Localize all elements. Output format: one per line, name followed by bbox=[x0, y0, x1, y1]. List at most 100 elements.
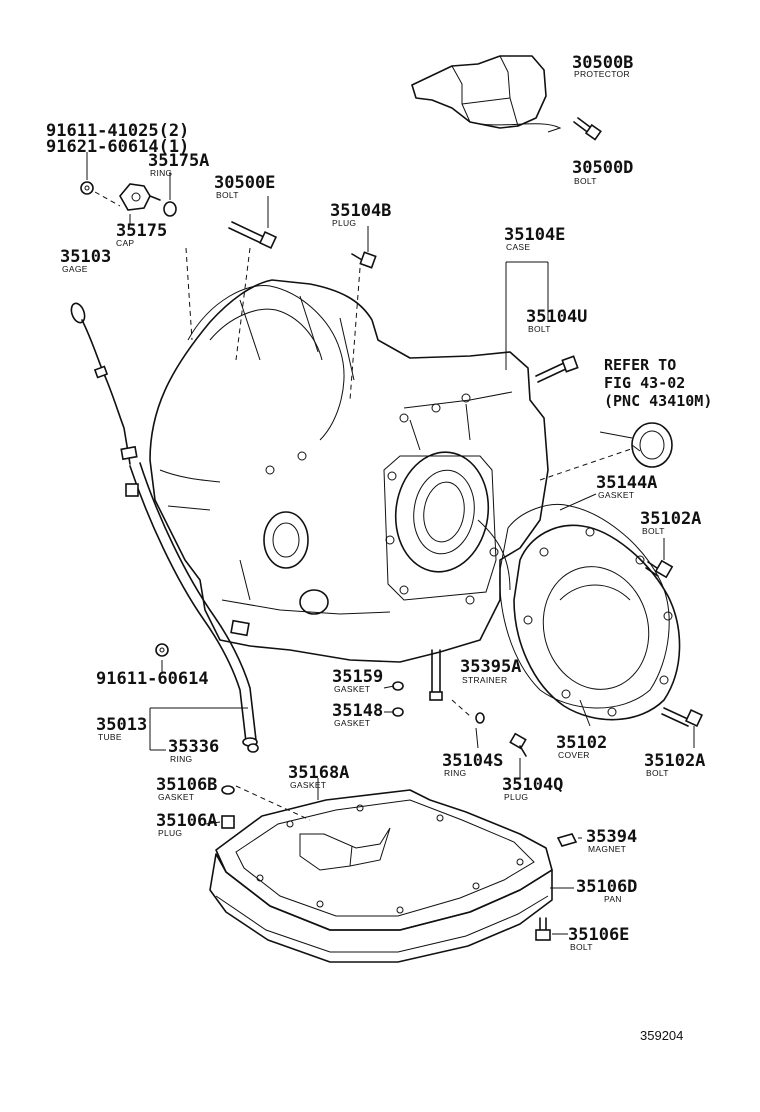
part-desc: GASKET bbox=[334, 684, 370, 694]
callout-91611-60614: 91611-60614 bbox=[96, 669, 209, 689]
callout-91611-41025: 91611-41025(2) bbox=[46, 121, 189, 141]
part-number: 35336 bbox=[168, 737, 219, 757]
part-desc: RING bbox=[444, 768, 466, 778]
part-number: 35106B bbox=[156, 775, 217, 795]
ring-35104s-drawing bbox=[475, 712, 485, 724]
callout-35106e: 35106E BOLT bbox=[568, 925, 629, 952]
callout-35395a: 35395A STRAINER bbox=[460, 657, 521, 685]
part-number: 30500D bbox=[572, 158, 633, 178]
part-desc: PROTECTOR bbox=[574, 69, 630, 79]
part-desc: CASE bbox=[506, 242, 530, 252]
gasket-35159-drawing bbox=[392, 681, 404, 691]
magnet-drawing bbox=[556, 833, 578, 847]
oil-seal-drawing bbox=[631, 422, 673, 468]
callout-35103: 35103 GAGE bbox=[60, 247, 111, 274]
part-number: 35394 bbox=[586, 827, 637, 847]
bolt-35102a-bottom-drawing bbox=[661, 707, 704, 728]
part-number: 35106A bbox=[156, 811, 217, 831]
refer-line-2: FIG 43-02 bbox=[604, 374, 685, 392]
part-number: 91611-41025(2) bbox=[46, 121, 189, 141]
part-number: 35104B bbox=[330, 201, 391, 221]
part-desc: PLUG bbox=[504, 792, 528, 802]
part-desc: GASKET bbox=[158, 792, 194, 802]
part-desc: GASKET bbox=[598, 490, 634, 500]
strainer-drawing bbox=[429, 649, 443, 701]
lead-seal bbox=[539, 447, 635, 481]
part-number: 35106D bbox=[576, 877, 637, 897]
figure-number: 359204 bbox=[640, 1028, 683, 1043]
part-desc: GASKET bbox=[334, 718, 370, 728]
cap-35175-drawing bbox=[119, 183, 161, 211]
callout-35336: 35336 RING bbox=[168, 737, 219, 764]
lead-plug-35104b bbox=[349, 267, 361, 401]
part-desc: BOLT bbox=[528, 324, 551, 334]
ring-35175a-drawing bbox=[163, 201, 177, 217]
callout-35102a-bottom: 35102A BOLT bbox=[644, 751, 705, 778]
plug-35104q-drawing bbox=[509, 732, 527, 757]
part-number: 35168A bbox=[288, 763, 349, 783]
part-number: 35104E bbox=[504, 225, 565, 245]
callout-35104q: 35104Q PLUG bbox=[502, 775, 563, 802]
transaxle-case-drawing bbox=[149, 279, 549, 663]
part-desc: RING bbox=[150, 168, 172, 178]
part-desc: GAGE bbox=[62, 264, 88, 274]
part-desc: BOLT bbox=[574, 176, 597, 186]
callout-35102a-top: 35102A BOLT bbox=[640, 509, 701, 536]
plug-35106a-drawing bbox=[221, 815, 235, 829]
refer-line-3: (PNC 43410M) bbox=[604, 392, 712, 410]
callout-35106b: 35106B GASKET bbox=[156, 775, 217, 802]
part-number: 35175 bbox=[116, 221, 167, 241]
part-number: 35148 bbox=[332, 701, 383, 721]
callout-35168a: 35168A GASKET bbox=[288, 763, 349, 790]
part-number: 35395A bbox=[460, 657, 521, 677]
part-desc: CAP bbox=[116, 238, 134, 248]
part-desc: PLUG bbox=[332, 218, 356, 228]
part-desc: STRAINER bbox=[462, 675, 507, 685]
callout-35144a: 35144A GASKET bbox=[596, 473, 657, 500]
part-number: 35175A bbox=[148, 151, 209, 171]
part-desc: COVER bbox=[558, 750, 590, 760]
part-number: 91621-60614(1) bbox=[46, 137, 189, 157]
part-number: 30500E bbox=[214, 173, 275, 193]
gasket-35148-drawing bbox=[392, 707, 404, 717]
refer-note: REFER TO FIG 43-02 (PNC 43410M) bbox=[604, 356, 712, 410]
part-desc: BOLT bbox=[642, 526, 665, 536]
cover-35102-drawing bbox=[513, 524, 681, 721]
lead-bolt-30500e bbox=[235, 247, 251, 361]
callout-35104u: 35104U BOLT bbox=[526, 307, 587, 334]
part-number: 35144A bbox=[596, 473, 657, 493]
part-desc: PLUG bbox=[158, 828, 182, 838]
part-number: 30500B bbox=[572, 53, 633, 73]
callout-35104e: 35104E CASE bbox=[504, 225, 565, 252]
part-desc: RING bbox=[170, 754, 192, 764]
callout-91621-60614: 91621-60614(1) bbox=[46, 137, 189, 157]
part-number: 35102A bbox=[644, 751, 705, 771]
part-desc: MAGNET bbox=[588, 844, 626, 854]
lead-washer-cap bbox=[94, 191, 121, 207]
callout-35013: 35013 TUBE bbox=[96, 715, 147, 742]
callout-35106a: 35106A PLUG bbox=[156, 811, 217, 838]
lead-strainer bbox=[451, 699, 471, 717]
part-desc: PAN bbox=[604, 894, 622, 904]
callout-35104b: 35104B PLUG bbox=[330, 201, 391, 228]
callout-30500e: 30500E BOLT bbox=[214, 173, 275, 200]
protector-drawing bbox=[411, 55, 562, 133]
part-number: 35106E bbox=[568, 925, 629, 945]
bolt-91611-60614-drawing bbox=[155, 619, 250, 657]
part-desc: BOLT bbox=[570, 942, 593, 952]
part-number: 35102A bbox=[640, 509, 701, 529]
part-number: 35103 bbox=[60, 247, 111, 267]
dipstick-gage-drawing bbox=[70, 302, 138, 465]
part-desc: BOLT bbox=[216, 190, 239, 200]
part-desc: GASKET bbox=[290, 780, 326, 790]
gasket-35106b-drawing bbox=[221, 785, 235, 795]
bolt-35102a-top-drawing bbox=[645, 559, 674, 579]
part-number: 35102 bbox=[556, 733, 607, 753]
callout-30500d: 30500D BOLT bbox=[572, 158, 633, 186]
callout-35104s: 35104S RING bbox=[442, 751, 503, 778]
refer-line-1: REFER TO bbox=[604, 356, 676, 374]
pan-gasket-drawing bbox=[215, 789, 553, 931]
part-number: 91611-60614 bbox=[96, 669, 209, 689]
lead-pan-gasket bbox=[235, 785, 311, 821]
